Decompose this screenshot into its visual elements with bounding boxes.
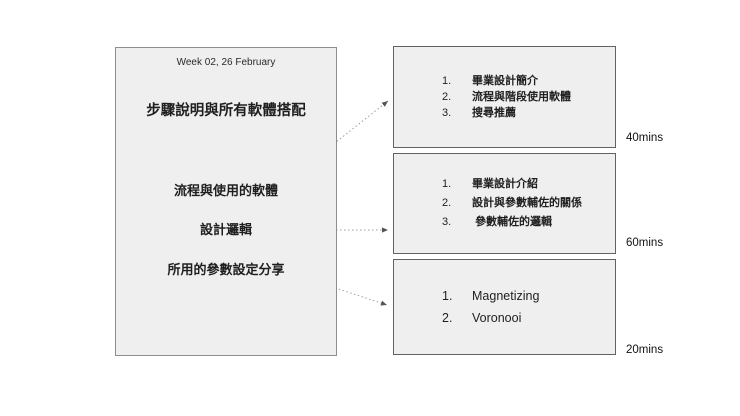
session-box-1: 1. 畢業設計簡介 2. 流程與階段使用軟體 3. 搜尋推薦 bbox=[393, 46, 616, 148]
flow-step-software: 流程與使用的軟體 bbox=[173, 183, 278, 198]
item-number: 1. bbox=[442, 288, 453, 303]
item-text: 設計與參數輔佐的關係 bbox=[472, 197, 582, 209]
item-number: 2. bbox=[442, 90, 452, 103]
plan-title: 步驟說明與所有軟體搭配 bbox=[146, 103, 306, 119]
list-item: 3. 搜尋推薦 bbox=[442, 107, 615, 120]
duration-label-session3: 20mins bbox=[626, 344, 664, 356]
item-text: 流程與階段使用軟體 bbox=[472, 90, 571, 103]
duration-label-session2: 60mins bbox=[626, 237, 664, 249]
flow-step-parameter-sharing: 所用的參數設定分享 bbox=[167, 262, 285, 277]
list-item: 3. 參數輔佐的邏輯 bbox=[442, 216, 615, 229]
item-text: 畢業設計介紹 bbox=[472, 178, 538, 190]
list-item: 1. 畢業設計介紹 bbox=[442, 178, 615, 191]
item-text: 畢業設計簡介 bbox=[472, 74, 538, 87]
item-number: 1. bbox=[442, 178, 452, 190]
item-number: 1. bbox=[442, 74, 452, 87]
session-box-2: 1. 畢業設計介紹 2. 設計與參數輔佐的關係 3. 參數輔佐的邏輯 bbox=[393, 153, 616, 254]
duration-label-session1: 40mins bbox=[626, 132, 664, 144]
list-item: 2. 設計與參數輔佐的關係 bbox=[442, 197, 615, 210]
item-number: 2. bbox=[442, 197, 452, 209]
item-number: 2. bbox=[442, 310, 453, 325]
list-item: 1. 畢業設計簡介 bbox=[442, 75, 615, 88]
item-text: Magnetizing bbox=[472, 288, 540, 303]
list-item: 1. Magnetizing bbox=[442, 289, 615, 304]
item-text: Voronooi bbox=[472, 310, 522, 325]
list-item: 2. Voronooi bbox=[442, 311, 615, 326]
flow-step-design-logic: 設計邏輯 bbox=[199, 222, 252, 237]
week-header: Week 02, 26 February bbox=[176, 57, 276, 68]
item-number: 3. bbox=[442, 106, 452, 119]
item-number: 3. bbox=[442, 216, 452, 228]
item-text: 參數輔佐的邏輯 bbox=[472, 216, 553, 228]
list-item: 2. 流程與階段使用軟體 bbox=[442, 91, 615, 104]
item-text: 搜尋推薦 bbox=[472, 106, 516, 119]
session-box-3: 1. Magnetizing 2. Voronooi bbox=[393, 259, 616, 355]
week-plan-box: Week 02, 26 February 步驟說明與所有軟體搭配 流程與使用的軟… bbox=[115, 47, 337, 356]
